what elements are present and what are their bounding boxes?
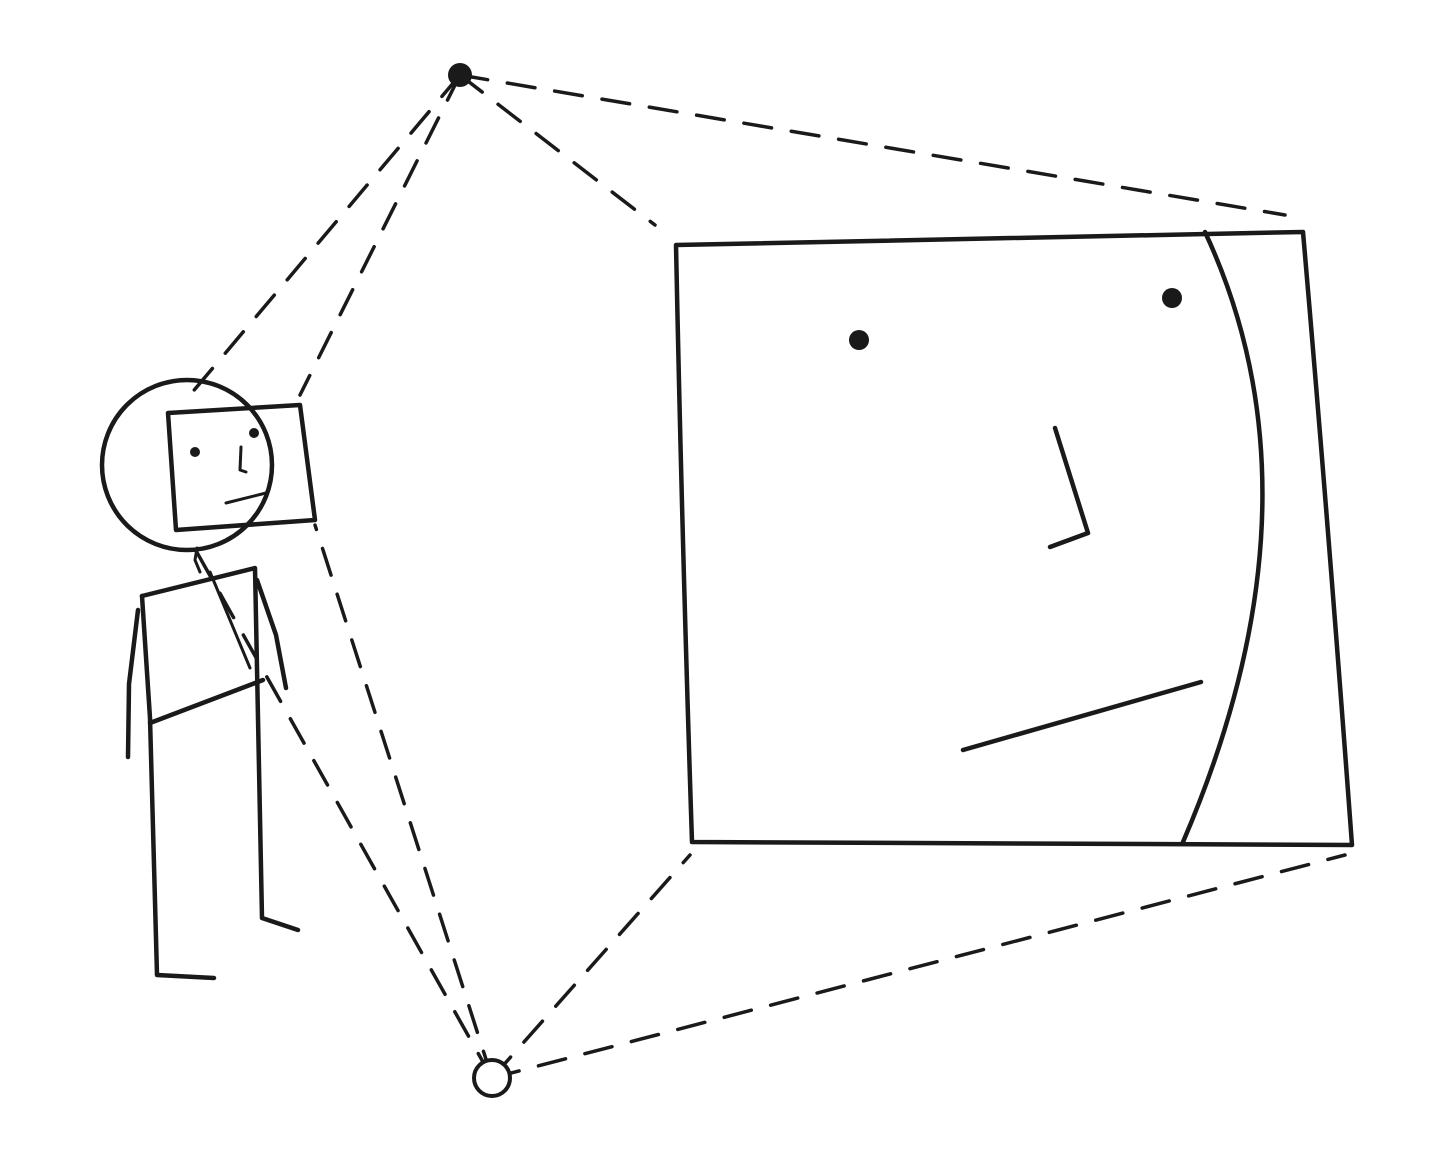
projection-line-top-to-small-top-left xyxy=(188,73,462,397)
projection-line-top-to-large-top-right xyxy=(458,73,1287,217)
stick-figure-torso xyxy=(139,565,301,933)
stick-figure-arm-cross xyxy=(147,677,266,726)
projection-line-bottom-to-large-bottom-left xyxy=(490,853,692,1080)
large-frame-border xyxy=(673,229,1355,848)
stick-figure xyxy=(99,377,301,981)
stick-figure-head-circle xyxy=(99,377,275,553)
small-face-mouth xyxy=(224,491,268,505)
projection-line-bottom-to-small-bottom-right xyxy=(313,523,494,1080)
dashed-projection-lines xyxy=(188,73,1347,1080)
projection-line-top-to-small-top-right xyxy=(298,73,462,397)
large-face-left-eye xyxy=(849,330,869,350)
bottom-projection-point xyxy=(472,1058,512,1098)
top-projection-point xyxy=(448,63,472,87)
large-face-nose xyxy=(1047,425,1091,550)
stick-figure-arm-left xyxy=(125,607,141,760)
small-face-nose xyxy=(238,445,248,474)
small-face-left-eye xyxy=(190,447,200,457)
stick-figure-arm-right xyxy=(254,577,289,691)
stick-figure-left-side xyxy=(139,593,217,981)
small-face-frame xyxy=(165,402,318,533)
projection-line-bottom-to-small-bottom-left xyxy=(188,538,494,1080)
stick-figure-sash xyxy=(208,570,252,670)
stick-figure-neck xyxy=(193,546,202,574)
projection-line-bottom-to-large-bottom-right xyxy=(490,853,1347,1080)
large-face-mouth xyxy=(960,679,1204,753)
projection-line-top-to-large-top-left xyxy=(458,73,657,227)
large-face-frame xyxy=(673,229,1355,848)
large-face-right-eye xyxy=(1162,288,1182,308)
small-frame-border xyxy=(165,402,318,533)
large-frame-curved-edge xyxy=(1180,229,1265,845)
small-face-right-eye xyxy=(249,428,259,438)
